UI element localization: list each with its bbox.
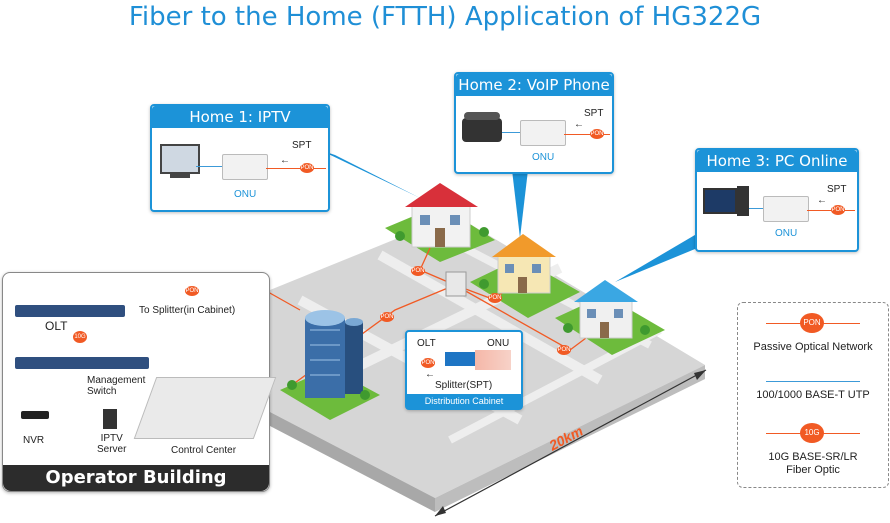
home2-cable — [502, 132, 520, 133]
onu-device-icon — [763, 196, 809, 222]
operator-building-label: Operator Building — [3, 465, 269, 491]
nvr-icon — [21, 411, 49, 419]
management-switch-icon — [15, 357, 149, 369]
tree — [287, 380, 297, 390]
legend-utp-text: 100/1000 BASE-T UTP — [756, 389, 870, 401]
legend-pon-badge: PON — [800, 313, 824, 333]
house-home3 — [574, 280, 638, 339]
home3-pointer — [615, 232, 712, 282]
house-home2 — [492, 234, 556, 294]
phone-handset — [464, 112, 500, 120]
home1-pon-badge: PON — [300, 163, 314, 173]
legend-pon-text: Passive Optical Network — [753, 341, 873, 353]
map-pon-badge-2: PON — [488, 293, 502, 303]
cabinet-olt-label: OLT — [417, 338, 436, 349]
ground-edge-right — [435, 365, 705, 512]
to-splitter-label: To Splitter(in Cabinet) — [139, 305, 236, 316]
pc-tower-icon — [737, 186, 749, 216]
home1-callout: Home 1: IPTV SPT ← PON ONU — [150, 104, 330, 212]
tree — [640, 325, 650, 335]
operator-tower — [305, 310, 363, 398]
legend-box: PON Passive Optical Network 100/1000 BAS… — [737, 302, 889, 488]
house-home1 — [405, 183, 478, 248]
ground-edge-left — [270, 412, 435, 512]
cabinet-pon-badge: PON — [421, 358, 435, 368]
home3-callout: Home 3: PC Online SPT ← PON ONU — [695, 148, 859, 252]
onu-device-icon — [520, 120, 566, 146]
tree — [360, 390, 370, 400]
home3-cable — [749, 208, 763, 209]
home1-pointer — [320, 150, 420, 198]
pc-monitor-icon — [703, 188, 737, 214]
tree — [395, 231, 405, 241]
splitter-fan — [475, 350, 511, 370]
operator-building-box: OLT To Splitter(in Cabinet) PON 10G Mana… — [2, 272, 277, 492]
map-pon-badge-1: PON — [411, 266, 425, 276]
home2-onu-label: ONU — [532, 152, 555, 163]
splitter-label: Splitter(SPT) — [435, 380, 493, 391]
home2-spt-arrow: ← — [574, 119, 584, 130]
distribution-cabinet-callout: OLT ONU PON ← Splitter(SPT) Distribution… — [405, 330, 523, 410]
operator-pon-badge: PON — [185, 286, 199, 296]
operator-10g-badge: 10G — [73, 331, 87, 343]
home3-spt-label: SPT — [827, 184, 847, 195]
onu-device-icon — [222, 154, 268, 180]
cabinet-onu-label: ONU — [487, 338, 510, 349]
home2-pon-badge: PON — [590, 129, 604, 139]
tv-icon — [160, 144, 200, 174]
olt-device-icon — [15, 305, 125, 317]
legend-10g-text: 10G BASE-SR/LR Fiber Optic — [768, 451, 858, 476]
legend-10g-badge: 10G — [800, 423, 824, 443]
phone-icon — [462, 118, 502, 142]
home1-fiber — [266, 168, 326, 169]
home2-fiber — [564, 134, 610, 135]
home1-cable — [196, 166, 222, 167]
home3-pon-badge: PON — [831, 205, 845, 215]
home2-spt-label: SPT — [584, 108, 604, 119]
distance-arrow — [434, 369, 707, 517]
home3-spt-arrow: ← — [817, 195, 827, 206]
distance-arrow-head-right — [694, 370, 706, 380]
control-center-icon — [133, 377, 277, 439]
map-cabinet — [445, 271, 467, 297]
home3-title: Home 3: PC Online — [697, 150, 857, 172]
home1-spt-label: SPT — [292, 140, 312, 151]
distance-arrow-head-left — [435, 506, 446, 516]
management-switch-label: Management Switch — [87, 375, 146, 397]
home1-onu-label: ONU — [234, 189, 257, 200]
home2-pointer — [512, 170, 528, 238]
tree — [479, 227, 489, 237]
tree — [479, 279, 489, 289]
cabinet-arrow: ← — [425, 369, 435, 380]
control-center-label: Control Center — [171, 445, 237, 456]
iptv-server-icon — [103, 409, 117, 429]
tv-stand — [170, 174, 190, 178]
splitter-icon — [445, 352, 475, 366]
home2-callout: Home 2: VoIP Phone SPT ← PON ONU — [454, 72, 614, 174]
home3-onu-label: ONU — [775, 228, 798, 239]
map-pon-badge-4: PON — [557, 345, 571, 355]
map-pon-badge-3: PON — [380, 312, 394, 322]
tree — [563, 323, 573, 333]
home2-title: Home 2: VoIP Phone — [456, 74, 612, 96]
iptv-server-label: IPTV Server — [97, 433, 127, 455]
olt-label: OLT — [45, 319, 68, 333]
legend-utp-line — [766, 381, 860, 382]
page-title: Fiber to the Home (FTTH) Application of … — [128, 2, 762, 32]
nvr-label: NVR — [23, 435, 45, 446]
home1-spt-arrow: ← — [280, 155, 290, 166]
home1-title: Home 1: IPTV — [152, 106, 328, 128]
cabinet-label: Distribution Cabinet — [407, 394, 521, 408]
